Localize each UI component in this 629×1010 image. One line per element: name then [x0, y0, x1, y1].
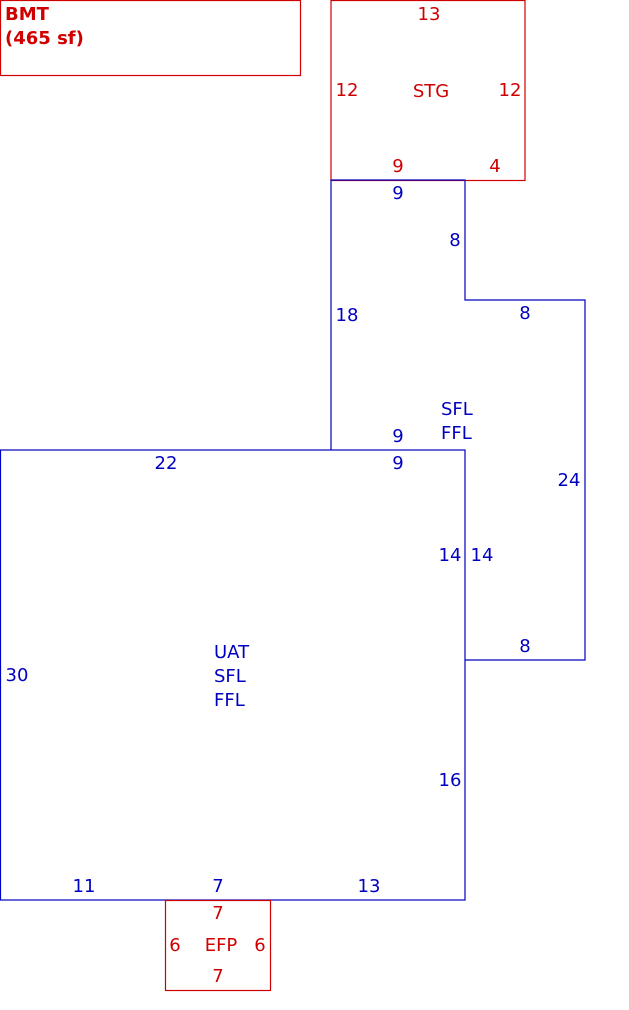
wing-label-sfl: SFL	[441, 399, 473, 420]
stg-label: STG	[413, 81, 449, 102]
wing-dim-left: 18	[336, 305, 359, 326]
main-dim-right-upper: 14	[439, 545, 462, 566]
efp-dim-left: 6	[169, 935, 180, 956]
stg-dim-bottom-right: 4	[489, 156, 500, 177]
main-dim-right-lower: 16	[439, 770, 462, 791]
main-dim-top-right: 9	[392, 453, 403, 474]
efp-dim-bottom: 7	[212, 966, 223, 987]
stg-dim-right: 12	[499, 80, 522, 101]
main-area: 22 9 14 UAT SFL FFL 30 16 11 7 13	[0, 449, 466, 901]
bmt-label: BMT	[5, 4, 50, 25]
wing-dim-inner-left: 14	[471, 545, 494, 566]
stg-area: 13 12 12 STG 9 4	[330, 0, 526, 182]
efp-area: 7 6 EFP 6 7	[164, 899, 272, 992]
wing-dim-notch-horizontal: 8	[519, 303, 530, 324]
main-dim-bottom-right: 13	[358, 876, 381, 897]
stg-dim-left: 12	[336, 80, 359, 101]
efp-dim-top: 7	[212, 903, 223, 924]
bmt-area: BMT (465 sf)	[0, 0, 302, 77]
sfl-ffl-wing: 9 8 8 18 SFL FFL 9 24 14 8	[330, 179, 586, 661]
main-label-ffl: FFL	[214, 690, 245, 711]
wing-label-ffl: FFL	[441, 423, 472, 444]
main-label-uat: UAT	[214, 642, 250, 663]
wing-outline	[330, 179, 586, 661]
main-dim-bottom-mid: 7	[212, 876, 223, 897]
efp-outline	[164, 899, 272, 992]
wing-dim-notch-vertical: 8	[449, 230, 460, 251]
main-dim-bottom-left: 11	[73, 876, 96, 897]
wing-dim-bottom: 9	[392, 426, 403, 447]
stg-dim-top: 13	[418, 4, 441, 25]
efp-dim-right: 6	[254, 935, 265, 956]
wing-dim-top: 9	[392, 183, 403, 204]
efp-label: EFP	[205, 935, 238, 956]
main-label-sfl: SFL	[214, 666, 246, 687]
main-dim-top-left: 22	[155, 453, 178, 474]
wing-dim-right: 24	[558, 470, 581, 491]
wing-dim-bottom-right: 8	[519, 636, 530, 657]
bmt-outline	[0, 0, 302, 77]
main-dim-left: 30	[6, 665, 29, 686]
bmt-area-label: (465 sf)	[5, 28, 84, 49]
stg-dim-bottom-left: 9	[392, 156, 403, 177]
